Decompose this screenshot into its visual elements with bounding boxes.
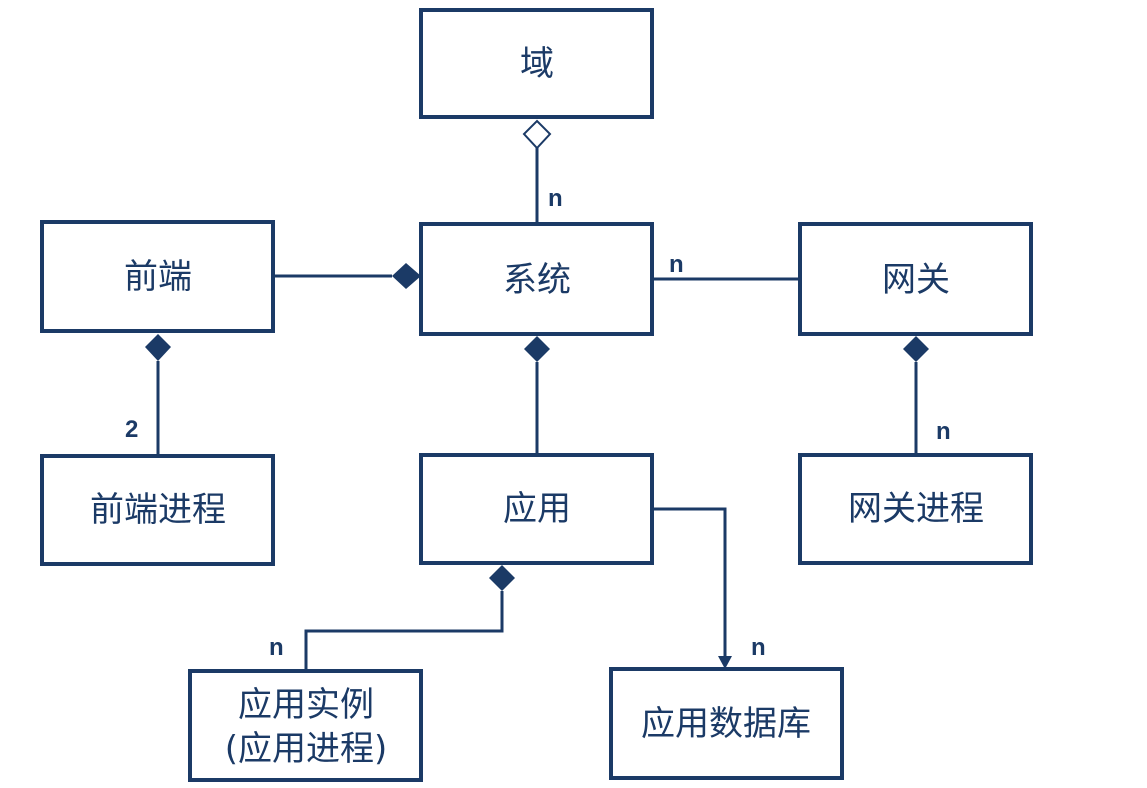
entity-label: 前端 bbox=[124, 257, 192, 297]
entity-frontend-process[interactable]: 前端进程 bbox=[40, 454, 275, 566]
entity-app-instance[interactable]: 应用实例 (应用进程) bbox=[188, 669, 423, 782]
entity-frontend[interactable]: 前端 bbox=[40, 220, 275, 333]
entity-label: 域 bbox=[520, 44, 554, 84]
connector-system-domain bbox=[522, 119, 552, 224]
entity-label-line2: (应用进程) bbox=[225, 729, 388, 769]
entity-label: 应用 bbox=[503, 489, 571, 529]
entity-gateway[interactable]: 网关 bbox=[798, 222, 1033, 336]
connector-application-instance bbox=[304, 565, 515, 671]
mult-gateway-process: n bbox=[936, 418, 951, 445]
filled-diamond-icon bbox=[145, 334, 171, 361]
connector-gateway-process bbox=[903, 336, 929, 455]
hollow-diamond-icon bbox=[522, 119, 552, 150]
entity-label: 前端进程 bbox=[90, 490, 226, 530]
entity-label-line1: 应用实例 bbox=[238, 685, 374, 725]
connector-system-application bbox=[524, 336, 550, 455]
connector-frontend-process bbox=[145, 334, 171, 456]
arrowhead-icon bbox=[718, 656, 732, 669]
entity-app-database[interactable]: 应用数据库 bbox=[609, 667, 844, 780]
mult-system-domain: n bbox=[548, 185, 563, 212]
filled-diamond-icon bbox=[392, 263, 421, 289]
entity-label: 网关进程 bbox=[848, 489, 984, 529]
connector-application-database bbox=[652, 507, 732, 669]
entity-gateway-process[interactable]: 网关进程 bbox=[798, 453, 1033, 565]
mult-app-instance: n bbox=[269, 634, 284, 661]
mult-frontend-process: 2 bbox=[125, 416, 138, 443]
entity-system[interactable]: 系统 bbox=[419, 222, 654, 336]
entity-label: 网关 bbox=[882, 260, 950, 300]
entity-label: 应用数据库 bbox=[641, 704, 811, 744]
entity-label: 系统 bbox=[503, 260, 571, 300]
filled-diamond-icon bbox=[489, 565, 515, 591]
filled-diamond-icon bbox=[903, 336, 929, 362]
mult-app-database: n bbox=[751, 634, 766, 661]
filled-diamond-icon bbox=[524, 336, 550, 362]
entity-application[interactable]: 应用 bbox=[419, 453, 654, 565]
entity-domain[interactable]: 域 bbox=[419, 8, 654, 119]
mult-system-gateway: n bbox=[669, 251, 684, 278]
connector-frontend-system bbox=[273, 263, 421, 289]
